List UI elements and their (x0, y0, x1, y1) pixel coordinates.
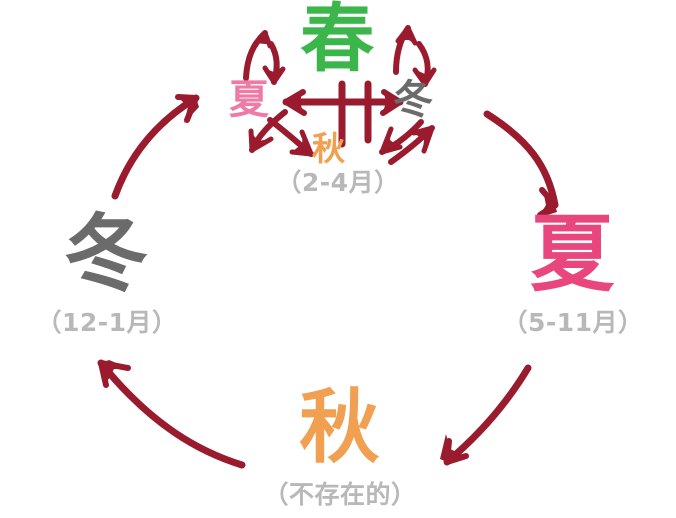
node-spring-caption-wrap: （2-4月） (228, 170, 448, 195)
arrow-inner-winter-to-autumn-mini (379, 119, 424, 155)
inner-summer-glyph: 夏 (229, 77, 269, 123)
node-winter-glyph: 冬 (64, 205, 150, 303)
arrow-inner-autumn-to-winter-mini (388, 125, 435, 165)
node-winter: 冬 （12-1月） (2, 212, 212, 335)
arrow-winter-to-spring (111, 94, 200, 200)
node-summer-caption: （5-11月） (502, 308, 644, 337)
node-winter-caption: （12-1月） (36, 308, 178, 337)
node-autumn-glyph: 秋 (299, 381, 381, 474)
node-autumn: 秋 （不存在的） (232, 381, 448, 509)
node-spring-caption: （2-4月） (276, 168, 400, 197)
arrow-inner-summer-to-autumn-mini (267, 117, 314, 157)
arrow-autumn-to-winter (97, 359, 246, 469)
arrow-summer-to-autumn (440, 364, 532, 466)
node-spring: 春 (228, 2, 448, 76)
node-autumn-caption: （不存在的） (263, 480, 417, 509)
inner-winter-glyph: 冬 (393, 77, 433, 123)
arrow-inner-left-head (282, 89, 356, 116)
node-summer-glyph: 夏 (530, 205, 616, 303)
node-spring-glyph: 春 (300, 0, 376, 82)
arrow-spring-to-summer (483, 110, 559, 218)
node-summer: 夏 （5-11月） (468, 212, 676, 335)
inner-autumn-glyph: 秋 (312, 129, 345, 168)
